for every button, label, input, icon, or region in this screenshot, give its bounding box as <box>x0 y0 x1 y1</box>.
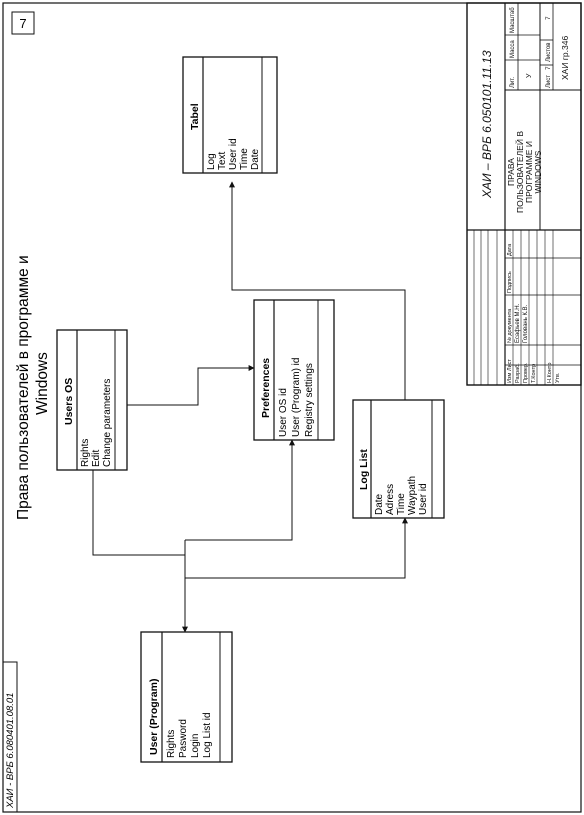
title-block-listov-value: 7 <box>545 16 552 20</box>
page-number-box: 7 <box>11 11 35 35</box>
title-block-mass-label: Масса <box>510 40 516 58</box>
entity-log-list-name: Log List <box>358 449 370 490</box>
entity-log-list-field-3: Time <box>396 493 407 515</box>
title-block <box>466 2 582 386</box>
connector-usersos-preferences <box>103 365 255 406</box>
title-block-prover-label: Провер. <box>523 362 529 383</box>
entity-tabel-field-2: Text <box>217 151 228 170</box>
entity-log-list-field-5: User id <box>418 483 429 515</box>
entity-users-os-field-3: Change parameters <box>102 379 113 467</box>
title-block-lit-label: Лит. <box>510 77 516 88</box>
entity-tabel-field-3: User id <box>228 138 239 170</box>
title-block-header-list: Лист <box>507 359 513 371</box>
connector-loglist-tabel <box>229 181 406 400</box>
title-block-drawing-title-4: WINDOWS <box>533 150 543 193</box>
relationship-lines <box>92 181 408 633</box>
entity-preferences-field-3: Registry settings <box>304 363 315 437</box>
entity-log-list-field-1: Date <box>374 493 385 515</box>
diagram-title-line2: Windows <box>34 352 51 415</box>
title-block-drawing-title-3: ПРОГРАММЕ И <box>524 141 534 203</box>
title-block-razrab-name: Есафьев М.Н. <box>515 303 521 343</box>
title-block-prover-name: Головань К.В. <box>523 304 529 343</box>
title-block-list-label: Лист <box>546 75 552 88</box>
title-block-list-value: 7 <box>545 66 552 70</box>
entity-tabel: Tabel Log Text User id Time Date <box>182 56 278 174</box>
title-block-tkontr-label: Т.Контр <box>531 364 537 383</box>
entity-log-list-field-4: Waypath <box>407 476 418 515</box>
title-block-listov-label: Листов <box>546 43 552 63</box>
entity-user-program: User (Program) Rights Pasword Login Log … <box>140 631 233 763</box>
title-block-header-izm: Изм <box>507 373 513 383</box>
diagram-title-line1: Права пользователей в программе и <box>15 255 32 520</box>
title-block-lit-value: У <box>526 73 533 78</box>
title-block-doc-code: ХАИ – ВРБ 6.050101.11.13 <box>480 50 494 199</box>
entity-log-list-field-2: Adress <box>385 484 396 515</box>
entity-preferences: Preferences User OS id User (Program) id… <box>253 299 335 441</box>
entity-tabel-field-1: Log <box>206 153 217 170</box>
title-block-drawing-title-2: ПОЛЬЗОВАТЕЛЕЙ В <box>514 131 525 213</box>
title-block-razrab-label: Разраб. <box>515 363 521 383</box>
entity-users-os-field-1: Rights <box>80 439 91 467</box>
entity-user-program-field-1: Rights <box>166 730 177 758</box>
title-block-scale-label: Масштаб <box>510 7 516 33</box>
entity-user-program-field-4: Log List id <box>202 712 213 758</box>
entity-user-program-field-3: Login <box>190 734 201 758</box>
entity-users-os-name: Users OS <box>63 378 75 425</box>
title-block-header-date: Дата <box>507 243 513 256</box>
entity-tabel-name: Tabel <box>189 103 201 130</box>
title-block-text: ХАИ – ВРБ 6.050101.11.13 ПРАВА ПОЛЬЗОВАТ… <box>480 7 570 383</box>
entity-log-list: Log List Date Adress Time Waypath User i… <box>352 399 445 519</box>
title-block-nkontr-label: Н.Контр <box>547 363 553 383</box>
title-block-group: ХАИ гр.346 <box>560 36 570 80</box>
side-code-box: ХАИ - ВРБ 6.080401.08.01 <box>2 661 18 813</box>
side-code: ХАИ - ВРБ 6.080401.08.01 <box>5 693 16 809</box>
title-block-header-doc: № документа <box>507 308 513 343</box>
title-block-header-signature: Подпись <box>507 271 513 293</box>
connector-usersos-trunk <box>92 468 185 556</box>
entity-users-os: Users OS Rights Edit Change parameters <box>56 329 128 471</box>
title-block-drawing-title-1: ПРАВА <box>506 158 516 186</box>
page-number: 7 <box>19 16 26 31</box>
connector-trunk-preferences <box>185 439 295 541</box>
entity-users-os-field-2: Edit <box>91 450 102 467</box>
entity-preferences-field-2: User (Program) id <box>291 358 302 437</box>
title-block-utv-label: Утв. <box>555 372 561 383</box>
entity-tabel-field-4: Time <box>239 148 250 170</box>
diagram-title: Права пользователей в программе и Window… <box>15 255 51 520</box>
entity-preferences-name: Preferences <box>260 358 272 418</box>
connector-trunk-loglist <box>185 517 408 579</box>
entity-user-program-field-2: Pasword <box>178 719 189 758</box>
entity-preferences-field-1: User OS id <box>278 388 289 437</box>
entity-user-program-name: User (Program) <box>148 679 160 755</box>
entity-tabel-field-5: Date <box>250 148 261 170</box>
